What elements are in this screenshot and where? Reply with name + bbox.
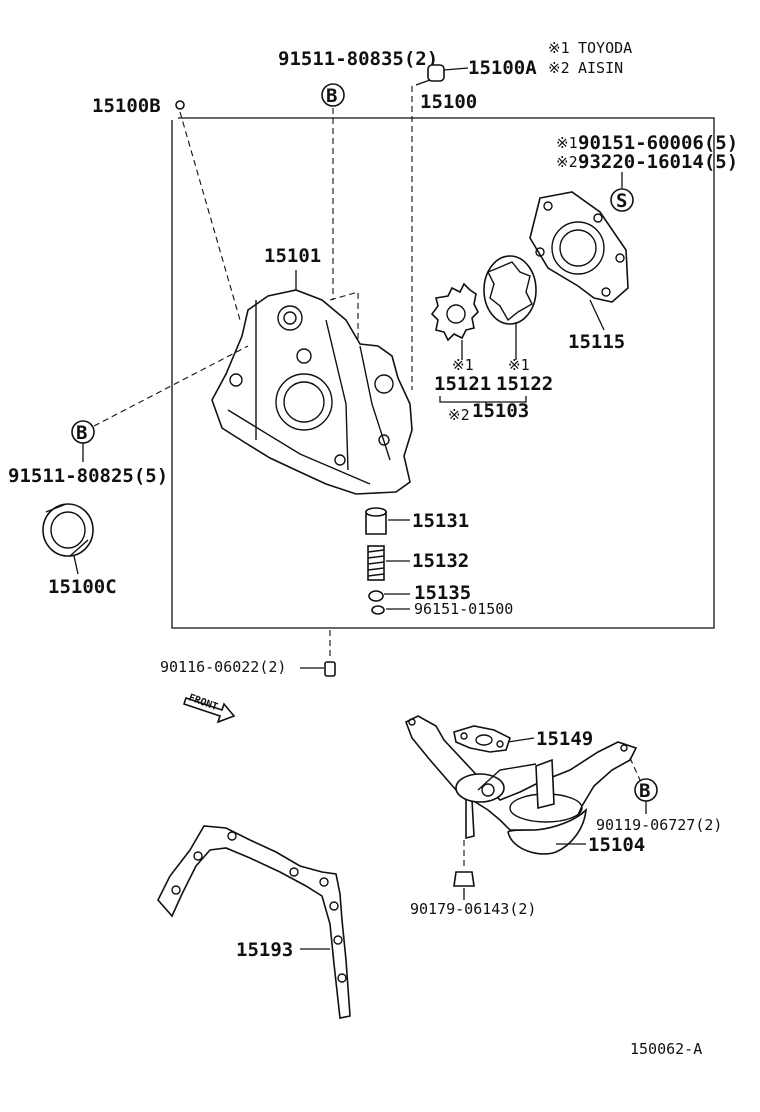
nut-90179-icon [453,871,475,887]
label-15132[interactable]: 15132 [412,550,469,572]
label-15103[interactable]: 15103 [472,400,529,422]
stud-90116-icon [324,661,336,677]
leader-15100b [179,111,241,321]
leader-91511-80825 [93,345,249,427]
label-90119-06727[interactable]: 90119-06727(2) [596,816,722,834]
label-15131[interactable]: 15131 [412,510,469,532]
assembly-frame [171,117,715,629]
label-15103-mark: ※2 [448,406,470,424]
label-15121-mark: ※1 [452,356,474,374]
label-15149[interactable]: 15149 [536,728,593,750]
label-15122-mark: ※1 [508,356,530,374]
diagram-id: 150062-A [630,1040,702,1058]
label-90116-06022[interactable]: 90116-06022(2) [160,658,286,676]
spring-15132 [367,545,385,581]
bracket-15103 [439,396,527,403]
relief-valve-15131 [365,507,387,535]
label-15115[interactable]: 15115 [568,331,625,353]
label-15121[interactable]: 15121 [434,373,491,395]
front-arrow-icon: FRONT [182,692,236,724]
label-90151-mark: ※1 [556,134,578,152]
gasket-15149 [453,725,511,753]
oil-strainer-15104 [404,715,638,855]
legend-note2-text: AISIN [578,59,623,77]
legend-note1-mark: ※1 [548,39,570,57]
leader-15149 [507,737,535,743]
b-callout-left: B [76,422,87,444]
pump-cover-15115 [529,191,629,303]
pan-gasket-15193 [157,825,351,1019]
label-15100b[interactable]: 15100B [92,95,161,117]
label-15100a[interactable]: 15100A [468,57,537,79]
b-callout-right: B [639,780,650,802]
label-91511-80825[interactable]: 91511-80825(5) [8,465,168,487]
retainer-15135-icon [368,590,384,602]
leader-15100c [73,555,79,575]
label-15193[interactable]: 15193 [236,939,293,961]
b-callout-top-circle [321,83,345,107]
s-callout: S [616,190,627,212]
legend-note1-text: TOYODA [578,39,632,57]
outer-rotor-15122 [483,255,537,325]
leader-15100a-bracket [415,79,431,86]
pump-body-15101 [211,289,413,495]
label-15104[interactable]: 15104 [588,834,645,856]
label-15100c[interactable]: 15100C [48,576,117,598]
s-callout-circle [610,188,634,212]
label-96151-01500[interactable]: 96151-01500 [414,600,513,618]
legend-note2-mark: ※2 [548,59,570,77]
label-93220-16014[interactable]: 93220-16014(5) [578,151,738,173]
label-90179-06143[interactable]: 90179-06143(2) [410,900,536,918]
label-15100[interactable]: 15100 [420,91,477,113]
body-gasket-dash [329,291,359,340]
leader-b-right-dash [629,757,641,781]
label-91511-80835[interactable]: 91511-80835(2) [278,48,438,70]
snap-ring-96151-icon [371,605,385,615]
leader-15115 [589,299,605,331]
label-15122[interactable]: 15122 [496,373,553,395]
inner-rotor-15121 [430,282,479,342]
sleeve-15100a-icon [427,64,469,82]
label-90151-60006[interactable]: 90151-60006(5) [578,132,738,154]
label-93220-mark: ※2 [556,153,578,171]
legend: ※1 TOYODA ※2 AISIN [548,39,632,77]
b-callout-top: B [326,85,337,107]
plug-15100b-icon [175,100,185,110]
oil-seal-15100c [42,503,94,557]
label-15135[interactable]: 15135 [414,582,471,604]
label-15101[interactable]: 15101 [264,245,321,267]
